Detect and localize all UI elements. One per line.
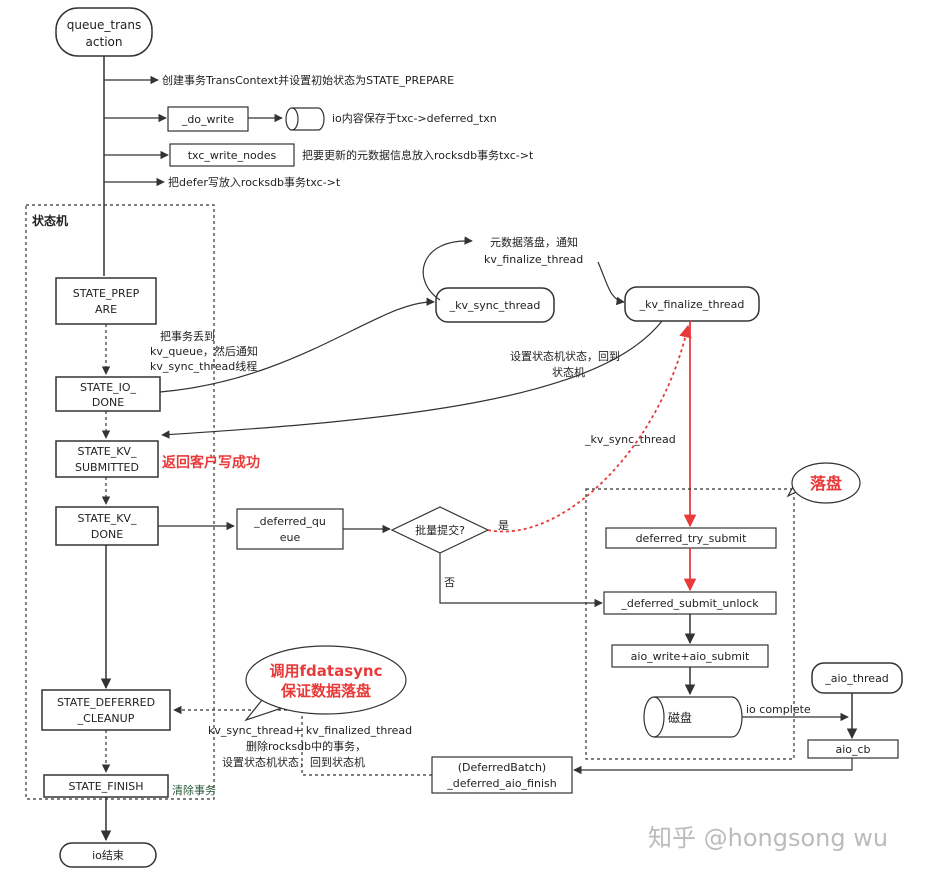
deferred-try-submit-label: deferred_try_submit [636,532,748,545]
cleanup-note-2: 删除rocksdb中的事务， [246,739,366,753]
kv-finalize-thread-node: _kv_finalize_thread [624,286,760,322]
aio-write-label: aio_write+aio_submit [631,650,750,663]
note-set-state-back-1: 设置状态机状态，回到 [510,349,620,363]
cleanup-note-1: kv_sync_thread+ kv_finalized_thread [208,724,412,737]
state-deferred-cleanup-box: STATE_DEFERRED _CLEANUP [41,689,171,731]
do-write-box: _do_write [167,106,249,132]
state-finish-label: STATE_FINISH [69,780,144,793]
note-to-kv-queue-1: 把事务丢到 [160,329,215,343]
end-node: io结束 [59,842,157,868]
batch-submit-label: 批量提交? [415,523,465,537]
arrow-meta-flush-to-finalize [597,261,625,306]
arrow-aio-finish-to-cleanup [173,705,432,776]
disk-label: 磁盘 [668,710,692,725]
state-machine-frame [25,204,215,800]
arrow-aio-cb-to-finish [573,758,853,775]
no-label: 否 [444,576,455,589]
deferred-queue-line1: _deferred_qu [253,515,326,528]
note-meta-flush-1: 元数据落盘，通知 [490,235,578,249]
kv-finalize-thread-label: _kv_finalize_thread [639,298,745,311]
arrow-batch-no-to-submit-unlock [439,553,603,608]
start-node: queue_trans action [55,7,153,57]
state-kv-submitted-box: STATE_KV_ SUBMITTED [55,440,159,478]
txc-write-nodes-box: txc_write_nodes [169,143,295,167]
step-defer-put: 把defer写放入rocksdb事务txc->t [168,175,341,189]
deferred-aio-finish-line1: (DeferredBatch) [458,761,546,774]
return-success-note: 返回客户写成功 [162,454,260,471]
watermark: 知乎 @hongsong wu [648,824,888,852]
note-set-state-back-2: 状态机 [552,365,585,379]
state-io-done-line2: DONE [92,396,124,409]
arrow-finalize-to-kv-submitted [161,320,663,439]
clear-txn-note: 清除事务 [172,783,216,797]
state-kv-done-line2: DONE [91,528,123,541]
state-kv-submitted-line2: SUBMITTED [75,461,139,474]
kv-sync-label: _kv_sync_thread [584,433,676,446]
state-prepare-line2: ARE [95,303,117,316]
state-kv-submitted-line1: STATE_KV_ [78,445,137,458]
aio-cb-label: aio_cb [835,743,870,756]
state-prepare-line1: STATE_PREP [73,287,140,300]
deferred-submit-unlock-box: _deferred_submit_unlock [603,591,777,615]
start-label-line2: action [86,35,123,49]
disk-cylinder-icon: 磁盘 [643,696,743,738]
state-io-done-box: STATE_IO_ DONE [55,376,161,412]
deferred-aio-finish-line2: _deferred_aio_finish [446,777,556,790]
start-label-line1: queue_trans [67,18,141,32]
do-write-label: _do_write [181,113,235,126]
state-kv-done-box: STATE_KV_ DONE [55,506,159,546]
fdatasync-callout-line2: 保证数据落盘 [280,682,371,700]
io-complete-label: io complete [746,703,811,716]
deferred-submit-unlock-label: _deferred_submit_unlock [620,597,759,610]
flush-frame [585,488,795,760]
txn-store-cylinder-icon [285,107,325,131]
batch-submit-decision: 批量提交? [390,506,490,554]
txc-write-nodes-label: txc_write_nodes [188,149,277,162]
arrow-io-done-to-kv-sync [159,297,435,393]
end-label: io结束 [92,849,124,862]
fdatasync-callout: 调用fdatasync 保证数据落盘 [244,645,407,722]
note-to-kv-queue-2: kv_queue，然后通知 [150,344,258,358]
aio-thread-label: _aio_thread [824,672,889,685]
state-deferred-cleanup-line2: _CLEANUP [77,712,135,725]
state-prepare-box: STATE_PREP ARE [55,277,157,325]
state-kv-done-line1: STATE_KV_ [78,512,137,525]
flush-callout-label: 落盘 [810,474,842,493]
arrow-batch-yes-to-finalize [487,324,692,533]
deferred-queue-line2: eue [280,531,301,544]
aio-thread-node: _aio_thread [811,662,903,694]
step-create-txc: 创建事务TransContext并设置初始状态为STATE_PREPARE [162,73,454,87]
aio-cb-box: aio_cb [807,739,899,759]
flush-callout: 落盘 [786,462,861,504]
state-machine-title: 状态机 [32,213,68,228]
state-finish-box: STATE_FINISH [43,774,169,798]
note-meta-flush-2: kv_finalize_thread [484,253,583,266]
deferred-aio-finish-box: (DeferredBatch) _deferred_aio_finish [431,756,573,794]
state-io-done-line1: STATE_IO_ [80,381,137,394]
fdatasync-callout-line1: 调用fdatasync [270,662,383,680]
cleanup-note-3: 设置状态机状态，回到状态机 [222,755,365,769]
state-deferred-cleanup-line1: STATE_DEFERRED [57,696,155,709]
aio-write-box: aio_write+aio_submit [611,644,769,668]
deferred-queue-box: _deferred_qu eue [236,508,344,550]
step-io-save: io内容保存于txc->deferred_txn [332,111,497,125]
note-to-kv-queue-3: kv_sync_thread线程 [150,359,257,373]
kv-sync-thread-label: _kv_sync_thread [449,299,541,312]
step-meta-put: 把要更新的元数据信息放入rocksdb事务txc->t [302,148,534,162]
deferred-try-submit-box: deferred_try_submit [605,527,777,549]
yes-label: 是 [498,519,509,532]
arrow-kv-sync-self-loop [422,236,473,301]
kv-sync-thread-node: _kv_sync_thread [435,287,555,323]
